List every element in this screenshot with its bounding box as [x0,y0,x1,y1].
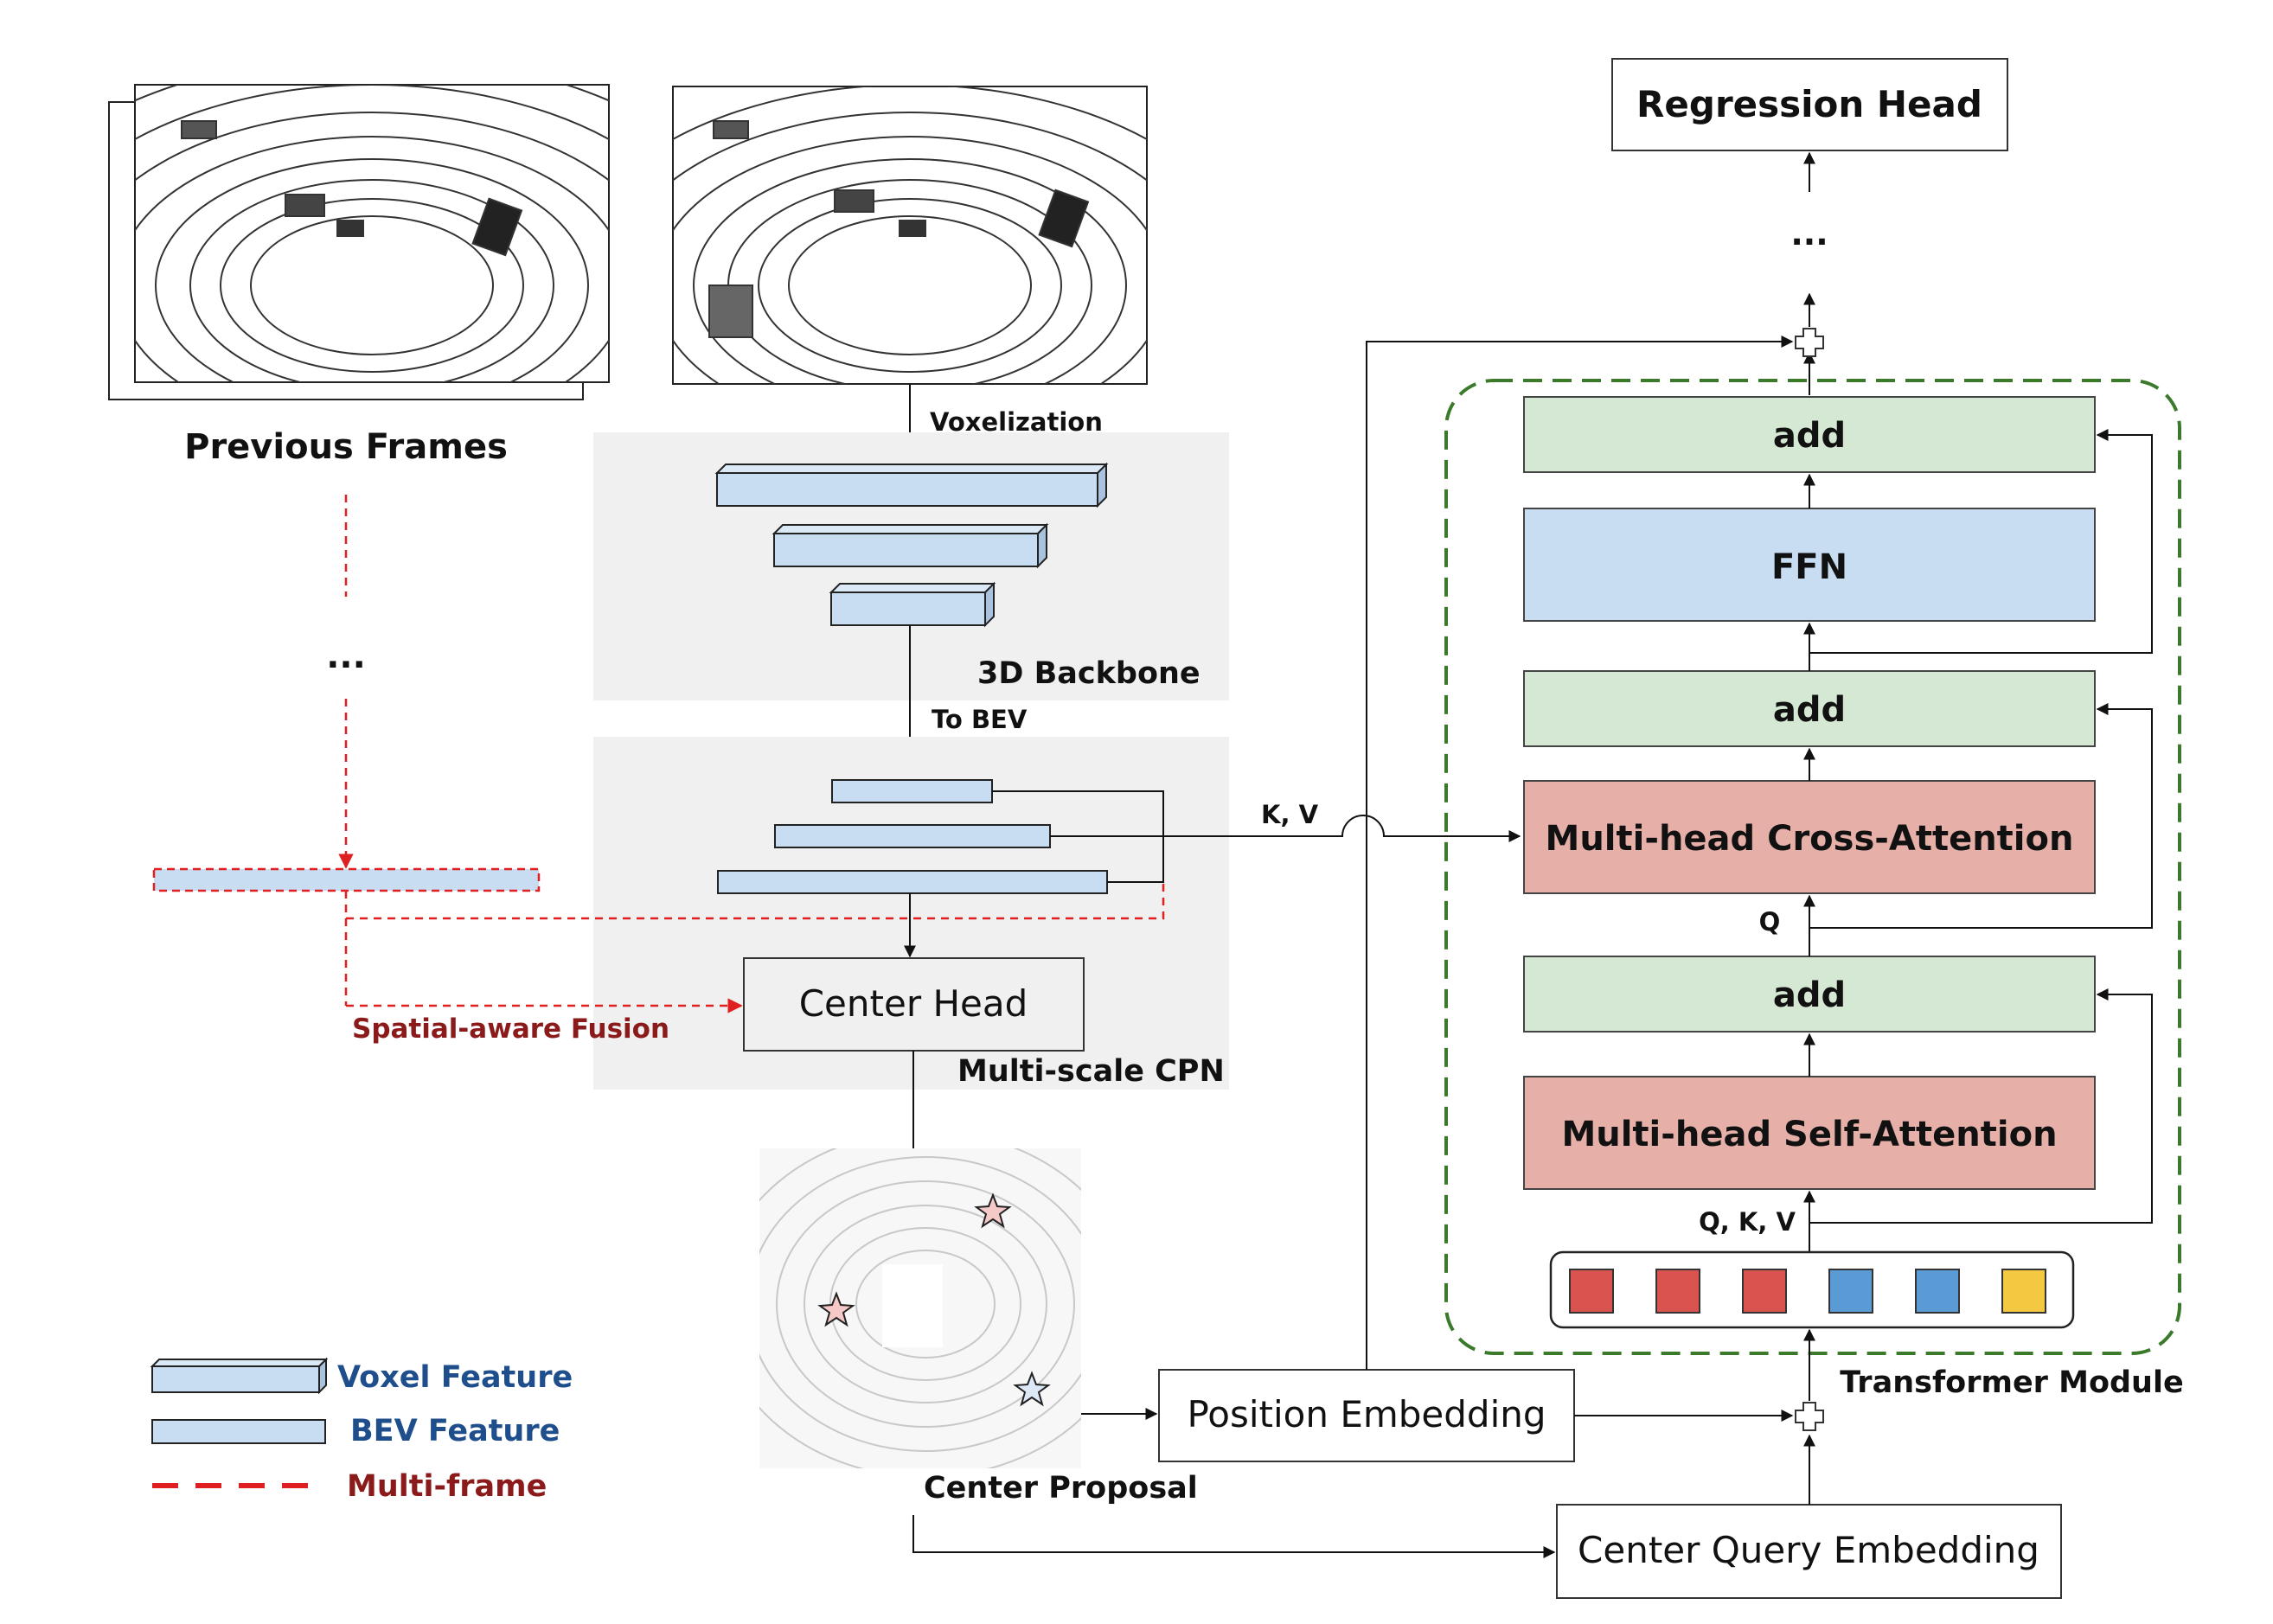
add-top-box [1523,396,2096,473]
previous-frames-image [108,84,610,400]
center-query-embedding-box [1556,1504,2062,1599]
self-residual-arrow [1809,988,2153,1224]
previous-frames-label: Previous Frames [184,427,508,467]
proposal-star-icon [974,1192,1012,1229]
legend-voxel-swatch [150,1357,329,1395]
add-bottom-label: add [1773,975,1846,1015]
center-proposal-image [759,1148,1081,1468]
query-tokens [1569,1269,2046,1314]
legend-bev-label: BEV Feature [350,1414,560,1448]
voxel-block-small [829,581,996,628]
q-label: Q [1759,907,1781,937]
to-bev-label: To BEV [932,705,1028,734]
plus-icon [1795,328,1824,357]
position-embedding-box [1158,1369,1575,1462]
cpn-label: Multi-scale CPN [957,1054,1225,1089]
kv-connector [1050,815,1521,842]
legend-voxel-label: Voxel Feature [337,1360,573,1395]
center-query-embedding-label: Center Query Embedding [1578,1529,2039,1571]
ffn-box [1523,508,2096,622]
kv-label: K, V [1261,800,1319,829]
center-head-label: Center Head [799,982,1028,1025]
ellipsis-left: ... [326,636,366,676]
add-top-label: add [1773,416,1846,456]
position-embedding-label: Position Embedding [1187,1393,1546,1435]
voxel-block-medium [772,522,1049,569]
bev-feature-small [831,779,993,803]
query-token [1828,1269,1873,1314]
cross-attention-box [1523,780,2096,894]
plus-icon [1795,1402,1824,1431]
add-mid-box [1523,670,2096,747]
fused-bev-feature [152,867,541,892]
center-head-box [743,957,1085,1052]
voxel-block-large [714,462,1109,508]
bev-feature-medium [774,824,1051,848]
add-mid-label: add [1773,690,1846,730]
bev-feature-large [717,870,1108,894]
transformer-module-border [1444,379,2181,1355]
transformer-module-label: Transformer Module [1840,1365,2183,1400]
ffn-label: FFN [1771,547,1847,587]
query-token [1569,1269,1614,1314]
query-token [1655,1269,1700,1314]
current-frame-image [672,86,1148,385]
position-skip-arrow [1366,336,1794,1370]
legend: Voxel Feature BEV Feature Multi-frame [150,1357,573,1504]
proposal-star-icon [817,1291,855,1327]
spatial-fusion-label: Spatial-aware Fusion [352,1013,669,1045]
proposal-star-icon [1013,1371,1051,1407]
regression-head-box [1611,58,2008,151]
query-token [2001,1269,2046,1314]
self-attention-box [1523,1076,2096,1190]
multi-frame-paths [338,495,1165,1013]
add-bottom-box [1523,956,2096,1033]
backbone-label: 3D Backbone [977,656,1201,691]
ellipsis-top: ... [1790,214,1828,253]
center-proposal-label: Center Proposal [924,1471,1198,1506]
voxelization-label: Voxelization [930,407,1103,437]
self-attention-label: Multi-head Self-Attention [1561,1115,2057,1154]
regression-head-label: Regression Head [1636,83,1982,125]
query-token [1742,1269,1787,1314]
legend-bev-swatch [151,1419,326,1444]
proposal-to-query-arrow [912,1515,1556,1558]
qkv-label: Q, K, V [1699,1207,1796,1237]
cross-attention-label: Multi-head Cross-Attention [1546,819,2074,859]
legend-multiframe-label: Multi-frame [347,1469,547,1504]
cross-residual-arrow [1809,703,2153,929]
query-token [1915,1269,1960,1314]
query-token-container [1549,1250,2075,1329]
ffn-residual-arrow [1809,429,2153,654]
